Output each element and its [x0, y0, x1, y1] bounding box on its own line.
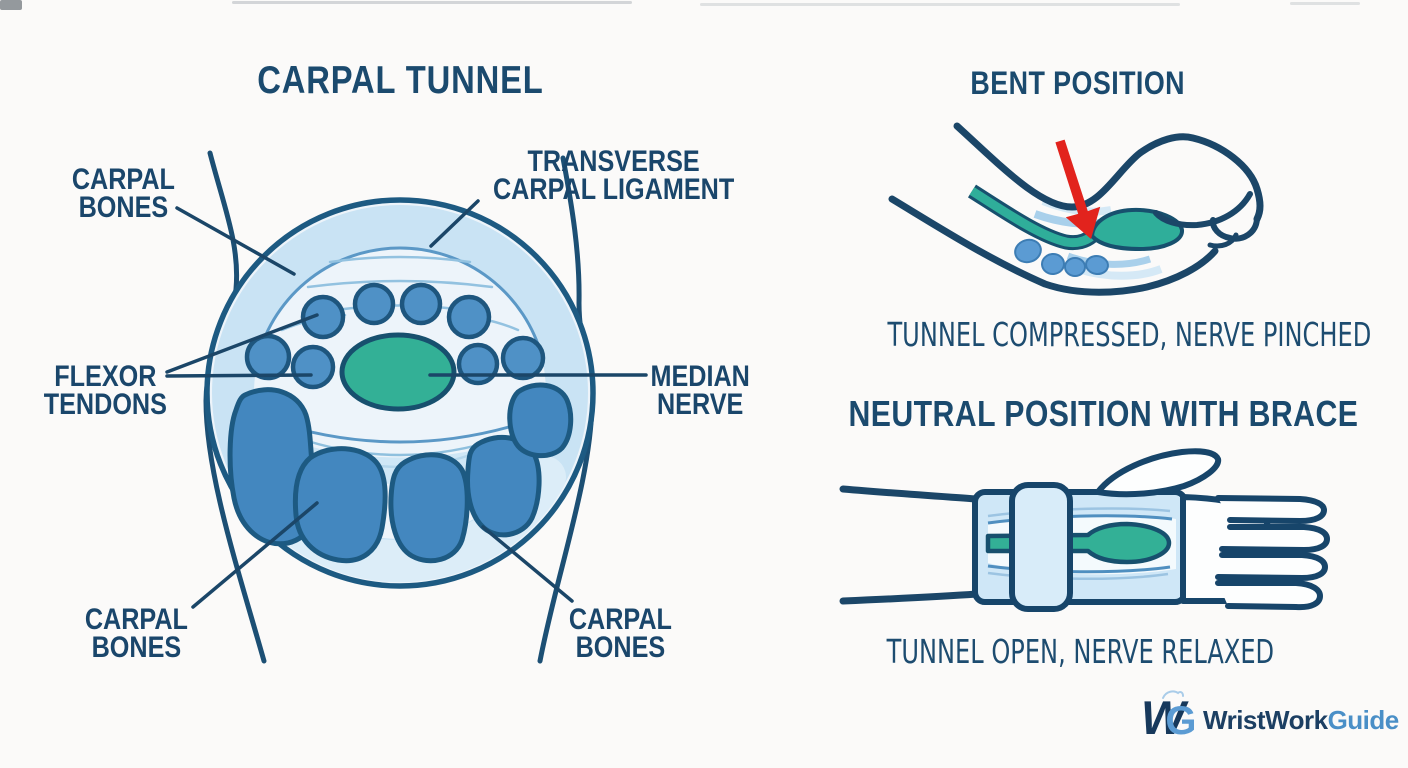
bent-position-caption: TUNNEL COMPRESSED, NERVE PINCHED: [887, 315, 1372, 354]
brand-logo-icon: WG: [1141, 690, 1211, 748]
scan-artifact: [0, 0, 22, 10]
leader-carpal-bones-top: [175, 206, 296, 276]
bent-position-illustration: [888, 122, 1264, 296]
leader-lines: [165, 199, 648, 609]
leader-carpal-bones-bottom-right: [481, 525, 574, 603]
ligament-inner-edge: [256, 246, 544, 359]
leader-carpal-bones-bottom-left: [191, 501, 319, 609]
neutral-position-illustration: [839, 448, 1330, 612]
carpal-bone-right: [507, 382, 574, 459]
brand-wordmark-primary: WristWork: [1203, 705, 1328, 735]
carpal-tunnel-cross-section: [165, 150, 648, 664]
median-nerve-shape: [339, 332, 457, 412]
neutral-nerve-shape: [985, 521, 1172, 565]
carpal-bone-bottom-center: [388, 452, 470, 564]
scan-artifact: [1290, 2, 1360, 5]
scan-artifact: [700, 3, 1180, 6]
leader-flexor-tendons-lower: [165, 373, 313, 378]
bent-position-title: BENT POSITION: [970, 65, 1186, 101]
label-carpal-bones-bottom-right: CARPAL BONES: [568, 603, 672, 664]
label-carpal-bones-top: CARPAL BONES: [71, 163, 175, 224]
pressure-arrow-icon: [1055, 139, 1101, 239]
neutral-forearm-top: [839, 485, 981, 503]
carpal-bone-bottom-left: [292, 446, 388, 564]
neutral-thumb-outline: [1095, 448, 1222, 498]
tunnel-edge-lines: [987, 507, 1173, 580]
left-panel-title: CARPAL TUNNEL: [256, 59, 544, 102]
label-transverse-carpal-ligament: TRANSVERSE CARPAL LIGAMENT: [492, 145, 735, 206]
leader-flexor-tendons-upper: [165, 313, 319, 374]
logo-monogram-g: G: [1165, 699, 1197, 743]
scan-artifact: [232, 1, 632, 4]
brand-wordmark: WristWorkGuide: [1203, 705, 1399, 736]
logo-swoosh-icon: [1162, 690, 1184, 699]
bent-hand-outline: [888, 122, 1264, 296]
leader-transverse-ligament: [429, 199, 480, 248]
carpal-bone-shapes: [227, 382, 574, 564]
neutral-forearm-bottom: [839, 590, 981, 605]
neutral-position-title: NEUTRAL POSITION WITH BRACE: [848, 393, 1359, 434]
label-carpal-bones-bottom-left: CARPAL BONES: [84, 603, 188, 664]
label-median-nerve: MEDIAN NERVE: [650, 360, 750, 421]
logo-monogram-w: W: [1141, 691, 1185, 744]
neutral-position-caption: TUNNEL OPEN, NERVE RELAXED: [886, 632, 1274, 671]
brace-strap: [1009, 482, 1073, 612]
bent-nerve-bulb: [1090, 207, 1184, 251]
label-flexor-tendons: FLEXOR TENDONS: [43, 360, 167, 421]
bent-carpal-bones: [1014, 238, 1109, 277]
bent-nerve-band: [969, 187, 1095, 248]
brand-wordmark-secondary: Guide: [1327, 705, 1400, 735]
neutral-fingers-outline: [1215, 495, 1330, 611]
